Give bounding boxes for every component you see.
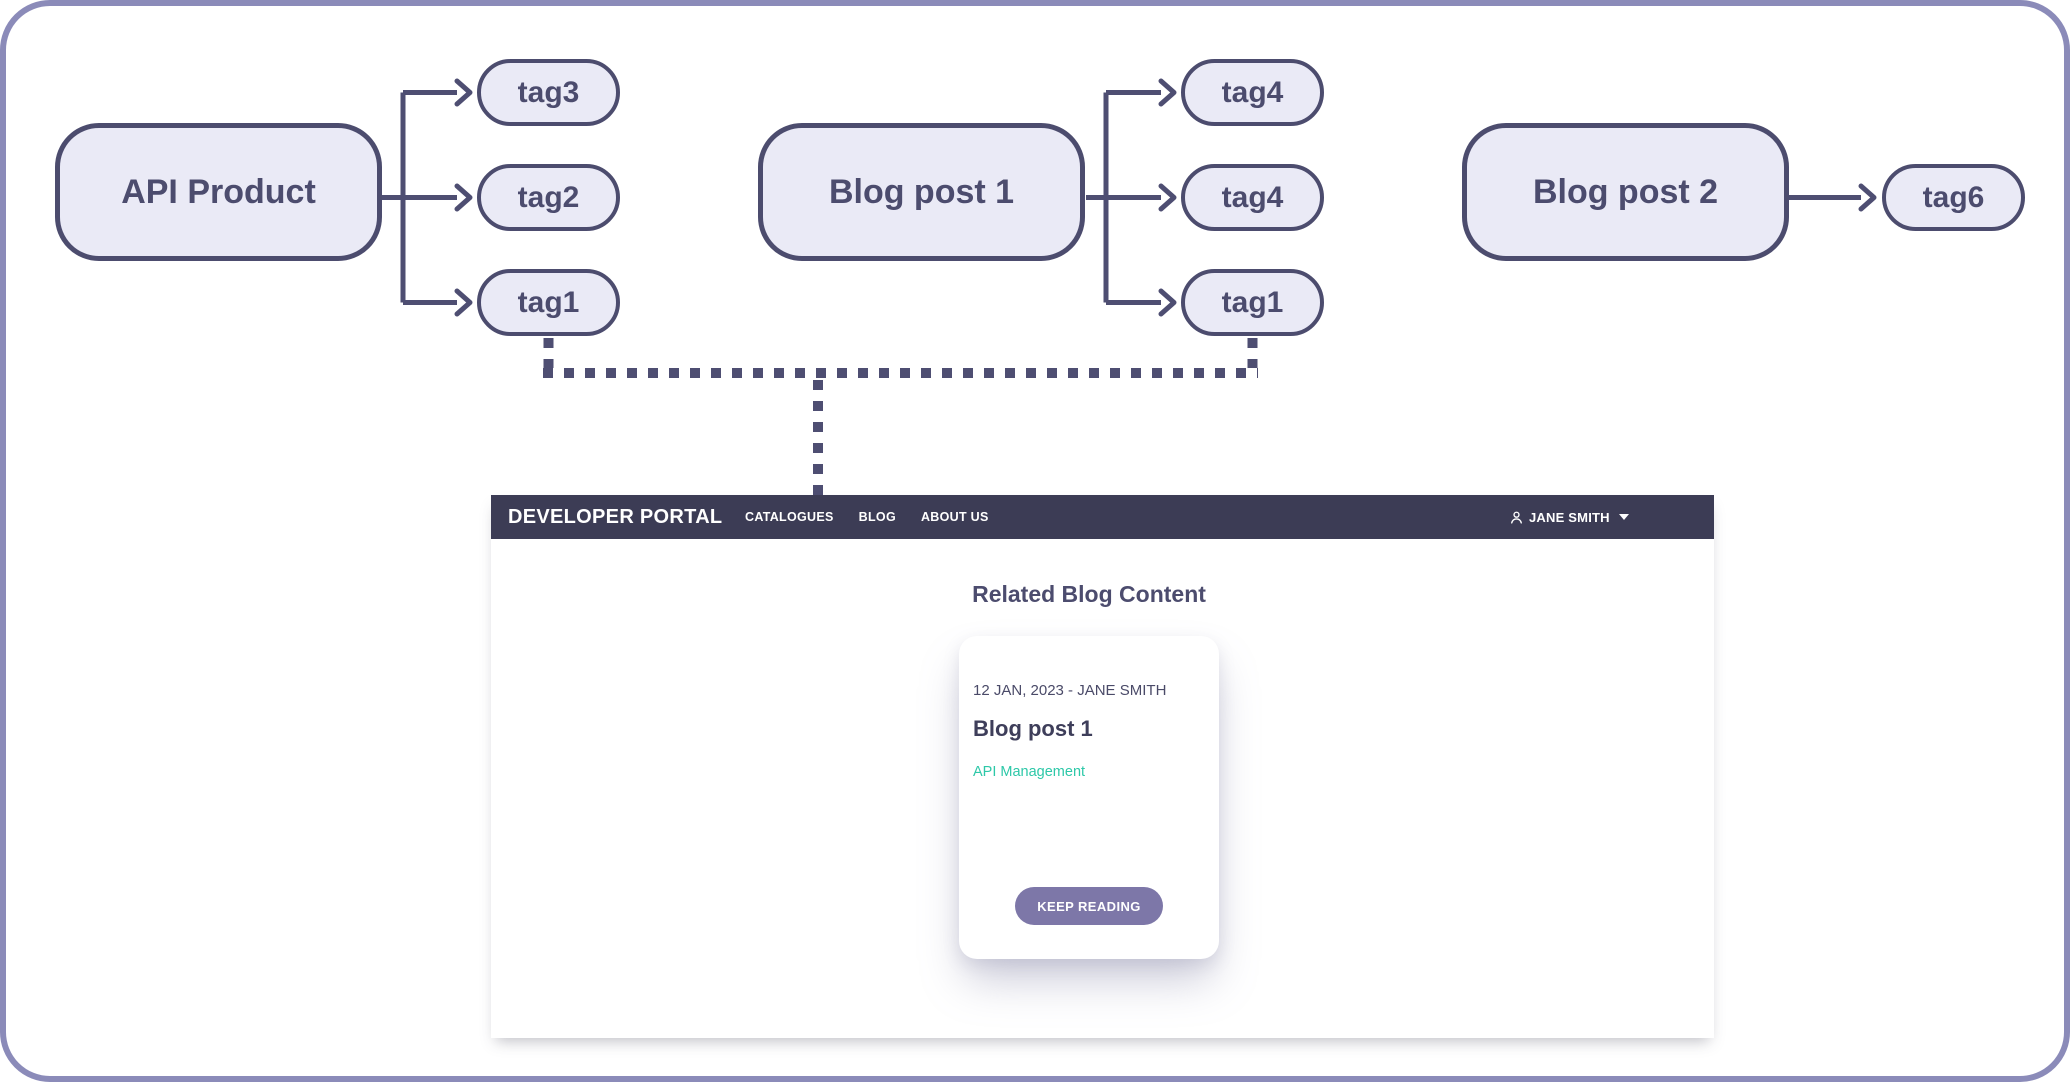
arrowheads-teal-1 [1158, 78, 1177, 317]
api-product-tag-connectors [382, 90, 457, 305]
nav-item-blog[interactable]: BLOG [858, 510, 896, 524]
node-api-product: API Product [55, 123, 382, 261]
tag-pill-tag1-blog: tag1 [1181, 269, 1324, 336]
tag-pill-label: tag1 [1221, 285, 1284, 319]
tag-pill-label: tag4 [1221, 180, 1284, 214]
node-api-product-label: API Product [121, 172, 316, 211]
user-name: JANE SMITH [1529, 509, 1610, 525]
person-icon [1509, 510, 1524, 525]
tag-pill-label: tag2 [517, 180, 580, 214]
tag-pill-tag4-a: tag4 [1181, 59, 1324, 126]
tag-pill-tag1-product: tag1 [477, 269, 620, 336]
node-blog-post-1: Blog post 1 [758, 123, 1085, 261]
portal-header: DEVELOPER PORTAL CATALOGUES BLOG ABOUT U… [491, 495, 1714, 539]
tag-pill-label: tag1 [517, 285, 580, 319]
node-blog-post-2-label: Blog post 2 [1532, 172, 1719, 211]
card-title: Blog post 1 [973, 716, 1093, 741]
blog-card: 12 JAN, 2023 - JANE SMITH Blog post 1 AP… [959, 636, 1219, 959]
tag-pill-tag3: tag3 [477, 59, 620, 126]
arrowhead-teal-2 [1858, 183, 1877, 212]
tag-pill-label: tag3 [517, 75, 580, 109]
page-title: Related Blog Content [972, 581, 1206, 607]
blog-post-1-tag-connectors [1086, 90, 1161, 305]
user-menu[interactable]: JANE SMITH [1509, 495, 1629, 539]
tag-pill-label: tag6 [1922, 180, 1985, 214]
portal-brand[interactable]: DEVELOPER PORTAL [508, 505, 723, 528]
arrowheads-yellow [454, 78, 473, 317]
card-tag-link[interactable]: API Management [973, 764, 1086, 780]
chevron-down-icon [1618, 514, 1629, 520]
node-blog-post-1-label: Blog post 1 [828, 172, 1015, 211]
tag-pill-tag6: tag6 [1882, 164, 2025, 231]
nav-item-about-us[interactable]: ABOUT US [920, 510, 989, 524]
developer-portal-mockup: DEVELOPER PORTAL CATALOGUES BLOG ABOUT U… [491, 495, 1714, 1038]
node-blog-post-2: Blog post 2 [1462, 123, 1789, 261]
portal-nav: CATALOGUES BLOG ABOUT US [745, 495, 989, 539]
tag-pill-label: tag4 [1221, 75, 1284, 109]
keep-reading-button[interactable]: KEEP READING [1015, 887, 1163, 925]
tag-pill-tag4-b: tag4 [1181, 164, 1324, 231]
card-meta: 12 JAN, 2023 - JANE SMITH [973, 682, 1167, 699]
tag-pill-tag2: tag2 [477, 164, 620, 231]
nav-item-catalogues[interactable]: CATALOGUES [745, 510, 834, 524]
